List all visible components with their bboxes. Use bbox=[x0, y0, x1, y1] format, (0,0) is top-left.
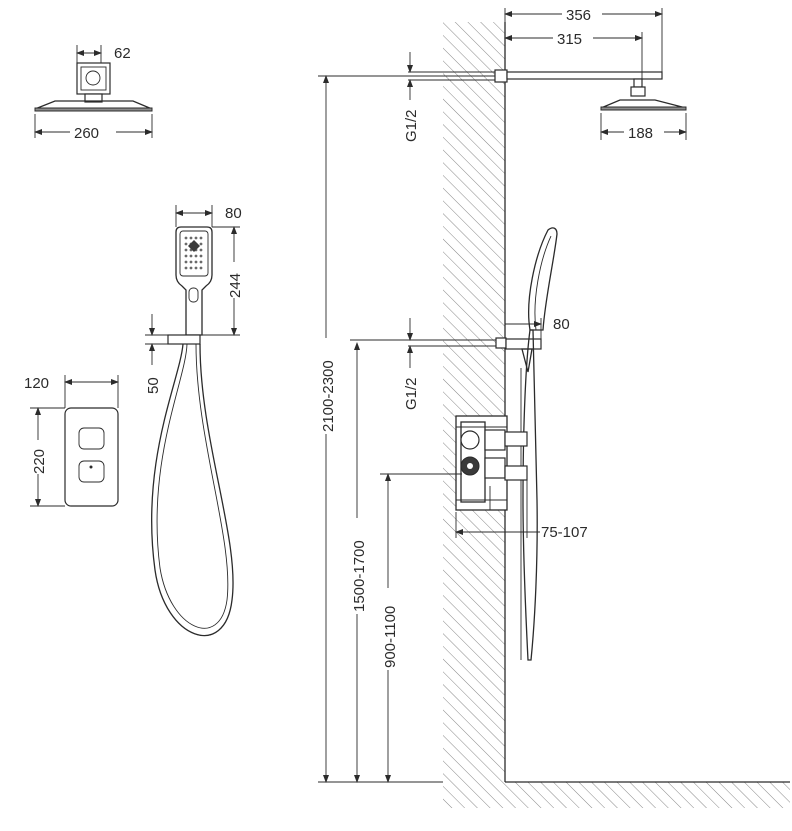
dim-label-244: 244 bbox=[227, 273, 244, 298]
hand-shower-holder bbox=[167, 334, 201, 345]
rain-head-top-view bbox=[34, 62, 153, 112]
thread-label-top: G1/2 bbox=[403, 109, 420, 142]
holder-side bbox=[495, 337, 542, 373]
shower-arm-side bbox=[494, 69, 687, 111]
dim-label-75-107: 75-107 bbox=[541, 524, 588, 541]
dim-75-107: 75-107 bbox=[455, 480, 588, 541]
dim-120: 120 bbox=[24, 375, 119, 408]
dim-label-900-1100: 900-1100 bbox=[382, 606, 399, 668]
dim-188: 188 bbox=[600, 113, 687, 142]
floor-hatch bbox=[443, 782, 790, 808]
thread-bottom: G1/2 bbox=[350, 318, 496, 410]
dim-356: 356 bbox=[504, 5, 663, 72]
dim-2100-2300: 2100-2300 bbox=[317, 75, 495, 783]
dim-label-80-side: 80 bbox=[553, 316, 570, 333]
dim-label-356: 356 bbox=[566, 7, 591, 24]
dim-50: 50 bbox=[145, 314, 168, 394]
thread-top: G1/2 bbox=[403, 52, 495, 142]
dim-80-side: 80 bbox=[505, 316, 570, 339]
dim-1500-1700: 1500-1700 bbox=[348, 342, 368, 783]
panel-knob-top bbox=[78, 427, 105, 450]
dim-label-1500-1700: 1500-1700 bbox=[351, 540, 368, 612]
hand-shower bbox=[151, 226, 234, 637]
dim-label-220: 220 bbox=[31, 449, 48, 474]
dim-label-315: 315 bbox=[557, 31, 582, 48]
dim-220: 220 bbox=[30, 407, 65, 507]
dim-label-50: 50 bbox=[145, 377, 162, 394]
dim-label-62: 62 bbox=[114, 45, 131, 62]
dim-label-120: 120 bbox=[24, 375, 49, 392]
dim-244: 244 bbox=[202, 226, 244, 336]
dim-label-260: 260 bbox=[74, 125, 99, 142]
dim-315: 315 bbox=[504, 29, 643, 80]
valve-cartridge-top bbox=[460, 430, 480, 450]
valve-panel bbox=[64, 407, 119, 507]
dim-label-188: 188 bbox=[628, 125, 653, 142]
dim-62: 62 bbox=[76, 45, 131, 63]
shower-hose bbox=[151, 343, 234, 637]
dim-label-2100-2300: 2100-2300 bbox=[320, 360, 337, 432]
dim-260: 260 bbox=[34, 114, 153, 142]
wall bbox=[443, 22, 790, 808]
panel-knob-bottom bbox=[78, 460, 105, 483]
dim-80-hand: 80 bbox=[175, 205, 242, 227]
wall-hatch bbox=[443, 22, 505, 782]
concealed-valve-box bbox=[455, 415, 528, 511]
thread-label-bottom: G1/2 bbox=[403, 377, 420, 410]
dim-label-80-hand: 80 bbox=[225, 205, 242, 222]
dim-900-1100: 900-1100 bbox=[379, 473, 462, 783]
